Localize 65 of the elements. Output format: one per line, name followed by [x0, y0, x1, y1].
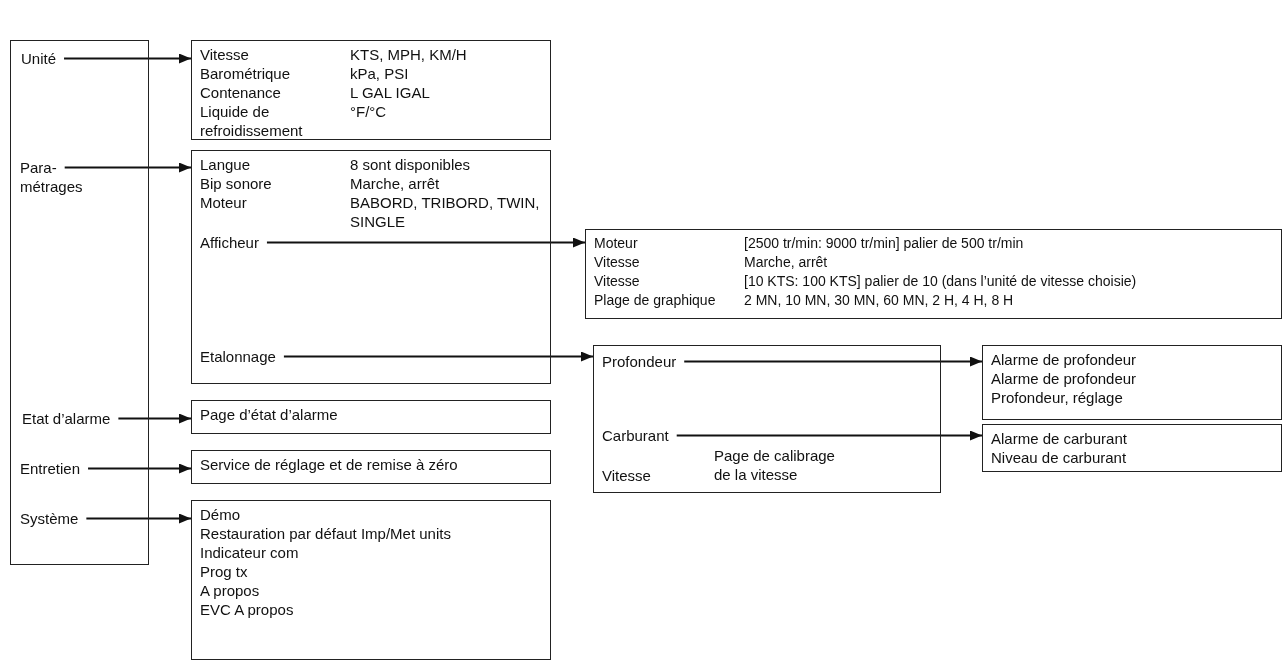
menu-item: Plage de graphique: [594, 291, 717, 310]
setting-value: °F/°C: [350, 102, 388, 122]
menu-item: Alarme de profondeur: [991, 350, 1138, 369]
menu-item: Moteur: [594, 234, 639, 253]
setting-value: 8 sont disponibles: [350, 155, 472, 174]
menu-item: Unité: [21, 49, 57, 68]
menu-item: Etalonnage: [200, 347, 276, 366]
menu-item: A propos: [200, 581, 261, 600]
menu-item: Service de réglage et de remise à zéro: [200, 455, 459, 474]
setting-value: [10 KTS: 100 KTS] palier de 10 (dans l’unité de vitesse choisie): [744, 272, 1138, 291]
menu-item: Carburant: [602, 426, 669, 445]
setting-value: KTS, MPH, KM/H: [350, 45, 468, 64]
menu-item: Barométrique: [200, 64, 292, 83]
arrow: [282, 351, 594, 362]
arrow: [265, 237, 586, 248]
menu-item: Niveau de carburant: [991, 448, 1128, 467]
menu-item: Système: [20, 509, 79, 528]
menu-box: [982, 345, 1282, 420]
setting-value: L GAL IGAL: [350, 83, 431, 102]
menu-box: [191, 400, 551, 434]
menu-box: [593, 345, 941, 493]
setting-value: [2500 tr/min: 9000 tr/min] palier de 500 tr/min: [744, 234, 1025, 253]
setting-value: Marche, arrêt: [350, 174, 441, 193]
menu-item: Moteur: [200, 193, 248, 213]
menu-item: Alarme de carburant: [991, 429, 1128, 448]
setting-value: BABORD, TRIBORD, TWIN, SINGLE: [350, 193, 541, 231]
menu-item: Démo: [200, 505, 241, 524]
menu-item: Profondeur, réglage: [991, 388, 1124, 407]
menu-item: Para- métrages: [20, 158, 98, 196]
menu-item: Langue: [200, 155, 252, 174]
arrow: [63, 162, 192, 173]
menu-item: Vitesse: [594, 253, 641, 272]
arrow: [117, 413, 192, 424]
setting-value: Page de calibrage de la vitesse: [714, 446, 836, 484]
menu-item: Bip sonore: [200, 174, 273, 193]
menu-item: Restauration par défaut Imp/Met units: [200, 524, 452, 543]
setting-value: 2 MN, 10 MN, 30 MN, 60 MN, 2 H, 4 H, 8 H: [744, 291, 1015, 310]
menu-box: [191, 500, 551, 660]
menu-item: Contenance: [200, 83, 282, 102]
menu-item: Vitesse: [594, 272, 641, 291]
menu-item: Etat d’alarme: [22, 409, 111, 428]
arrow: [683, 356, 983, 367]
arrow: [63, 53, 192, 64]
menu-item: Prog tx: [200, 562, 249, 581]
menu-item: Vitesse: [602, 466, 651, 485]
menu-item: Afficheur: [200, 233, 259, 252]
menu-item: Liquide de refroidissement: [200, 102, 304, 140]
menu-box: [191, 450, 551, 484]
menu-item: Alarme de profondeur: [991, 369, 1138, 388]
menu-item: Indicateur com: [200, 543, 300, 562]
arrow: [87, 463, 192, 474]
arrow: [675, 430, 983, 441]
setting-value: kPa, PSI: [350, 64, 410, 83]
menu-item: Entretien: [20, 459, 81, 478]
setting-value: Marche, arrêt: [744, 253, 829, 272]
menu-item: Page d’état d’alarme: [200, 405, 339, 424]
menu-box: [191, 150, 551, 384]
menu-box: [191, 40, 551, 140]
menu-item: EVC A propos: [200, 600, 295, 619]
menu-item: Vitesse: [200, 45, 250, 64]
menu-panel: [10, 40, 149, 565]
menu-item: Profondeur: [602, 352, 677, 371]
menu-box: [585, 229, 1282, 319]
arrow: [85, 513, 192, 524]
menu-box: [982, 424, 1282, 472]
